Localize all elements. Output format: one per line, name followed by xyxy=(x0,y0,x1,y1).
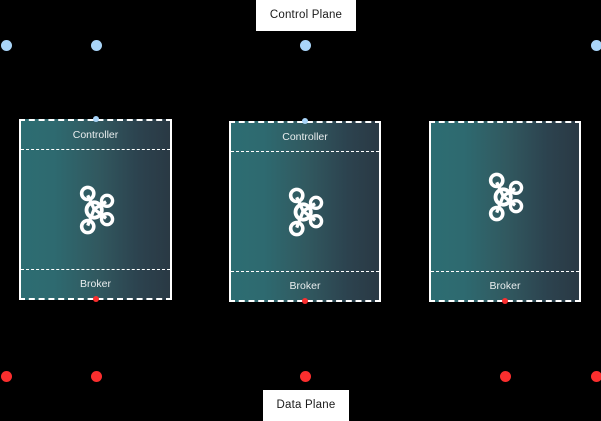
data-plane-dot-7[interactable] xyxy=(302,298,308,304)
data-plane-dot-5[interactable] xyxy=(590,370,601,382)
controller-section: Controller xyxy=(21,121,170,150)
broker-section: Broker xyxy=(21,269,170,298)
controller-label: Controller xyxy=(282,130,328,143)
control-plane-dot-5[interactable] xyxy=(93,116,99,122)
node-box-3[interactable]: Broker xyxy=(429,121,581,302)
data-plane-dot-8[interactable] xyxy=(502,298,508,304)
control-plane-dot-3[interactable] xyxy=(299,39,311,51)
data-plane-dot-1[interactable] xyxy=(0,370,12,382)
control-plane-dot-4[interactable] xyxy=(590,39,601,51)
controller-label: Controller xyxy=(72,128,119,141)
kafka-logo-icon xyxy=(488,172,524,222)
data-plane-dot-2[interactable] xyxy=(90,370,102,382)
control-plane-label: Control Plane xyxy=(256,0,356,31)
data-plane-label: Data Plane xyxy=(263,390,349,421)
broker-section: Broker xyxy=(231,271,379,300)
kafka-logo-icon xyxy=(79,184,114,235)
data-plane-dot-6[interactable] xyxy=(93,296,99,302)
data-plane-dot-4[interactable] xyxy=(499,370,511,382)
broker-section: Broker xyxy=(431,271,579,300)
kafka-logo-icon xyxy=(288,186,324,237)
logo-section xyxy=(431,123,579,271)
control-plane-dot-2[interactable] xyxy=(90,39,102,51)
broker-label: Broker xyxy=(489,279,521,292)
logo-section xyxy=(21,150,170,269)
data-plane-dot-3[interactable] xyxy=(299,370,311,382)
broker-label: Broker xyxy=(289,279,321,292)
broker-label: Broker xyxy=(80,277,111,290)
control-plane-dot-6[interactable] xyxy=(302,118,308,124)
controller-section: Controller xyxy=(231,123,379,152)
logo-section xyxy=(231,152,379,271)
control-plane-dot-1[interactable] xyxy=(0,39,12,51)
